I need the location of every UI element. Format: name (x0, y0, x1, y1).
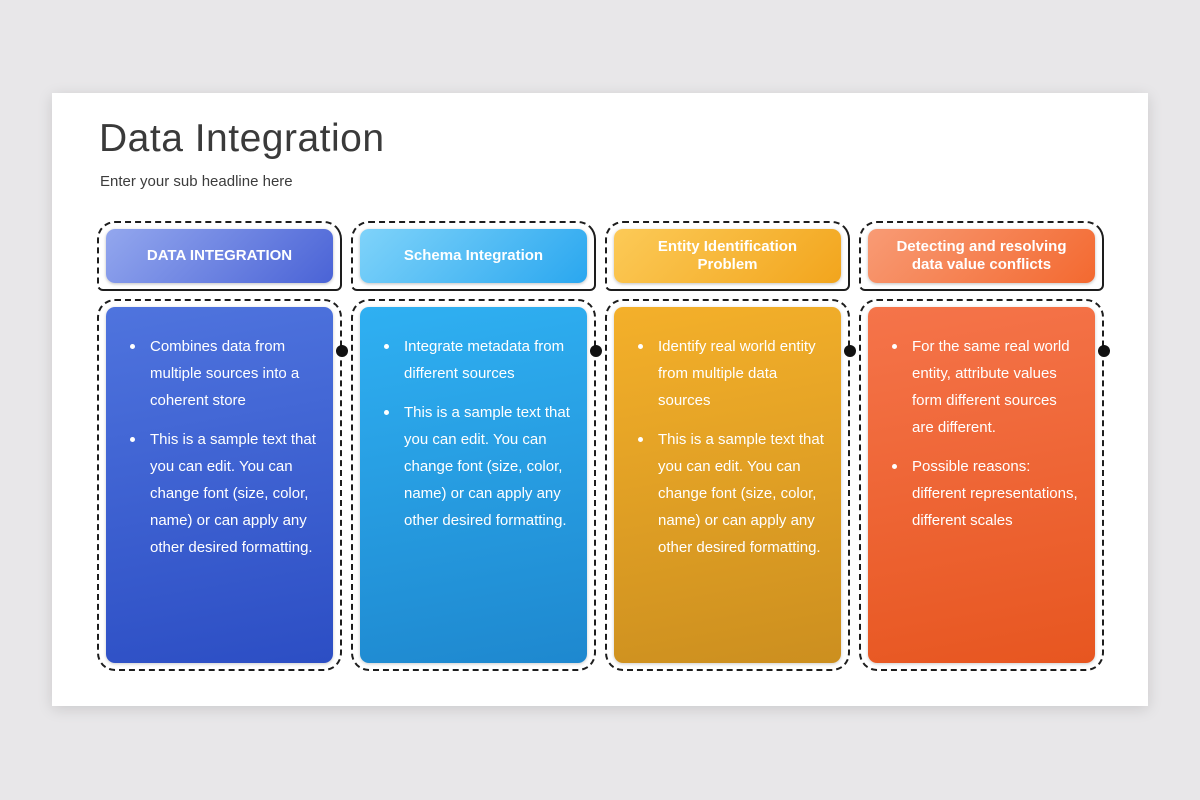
column-header-outline: Schema Integration (351, 221, 596, 291)
column-title: Schema Integration (403, 247, 544, 264)
column-header-outline: Entity Identification Problem (605, 221, 850, 291)
connector-dot (335, 345, 348, 357)
bullet-item: This is a sample text that you can edit.… (634, 426, 825, 561)
column-title: Detecting and resolving data value confl… (896, 238, 1067, 273)
bullet-item: Combines data from multiple sources into… (126, 333, 317, 414)
integration-column-detecting-resolving-value-conflicts: Detecting and resolving data value confl… (859, 221, 1110, 671)
column-header-outline: DATA INTEGRATION (97, 221, 342, 291)
bullet-list: Combines data from multiple sources into… (126, 333, 317, 561)
columns-row: DATA INTEGRATION Combines data from mult… (97, 221, 1110, 671)
page-title: Data Integration (99, 117, 385, 160)
bullet-item: This is a sample text that you can edit.… (380, 399, 571, 534)
column-header: DATA INTEGRATION (106, 229, 333, 283)
bullet-item: This is a sample text that you can edit.… (126, 426, 317, 561)
column-title: DATA INTEGRATION (146, 247, 293, 264)
column-body-outline: Integrate metadata from different source… (351, 299, 602, 671)
bullet-list: For the same real world entity, attribut… (888, 333, 1079, 534)
column-body-outline: Identify real world entity from multiple… (605, 299, 856, 671)
column-title: Entity Identification Problem (657, 238, 798, 273)
connector-dot (843, 345, 856, 357)
column-card: For the same real world entity, attribut… (868, 307, 1095, 663)
column-body-outline: For the same real world entity, attribut… (859, 299, 1110, 671)
column-header: Detecting and resolving data value confl… (868, 229, 1095, 283)
slide: Data Integration Enter your sub headline… (52, 93, 1148, 706)
column-card: Combines data from multiple sources into… (106, 307, 333, 663)
column-header-outline: Detecting and resolving data value confl… (859, 221, 1104, 291)
integration-column-schema-integration: Schema Integration Integrate metadata fr… (351, 221, 602, 671)
connector-dot (1097, 345, 1110, 357)
column-card: Integrate metadata from different source… (360, 307, 587, 663)
bullet-list: Integrate metadata from different source… (380, 333, 571, 534)
page-subtitle: Enter your sub headline here (100, 173, 293, 190)
bullet-item: Possible reasons: different representati… (888, 453, 1079, 534)
bullet-item: Integrate metadata from different source… (380, 333, 571, 387)
column-card: Identify real world entity from multiple… (614, 307, 841, 663)
column-body-outline: Combines data from multiple sources into… (97, 299, 348, 671)
bullet-item: Identify real world entity from multiple… (634, 333, 825, 414)
integration-column-entity-identification-problem: Entity Identification Problem Identify r… (605, 221, 856, 671)
column-header: Schema Integration (360, 229, 587, 283)
integration-column-data-integration: DATA INTEGRATION Combines data from mult… (97, 221, 348, 671)
column-header: Entity Identification Problem (614, 229, 841, 283)
bullet-list: Identify real world entity from multiple… (634, 333, 825, 561)
connector-dot (589, 345, 602, 357)
bullet-item: For the same real world entity, attribut… (888, 333, 1079, 441)
